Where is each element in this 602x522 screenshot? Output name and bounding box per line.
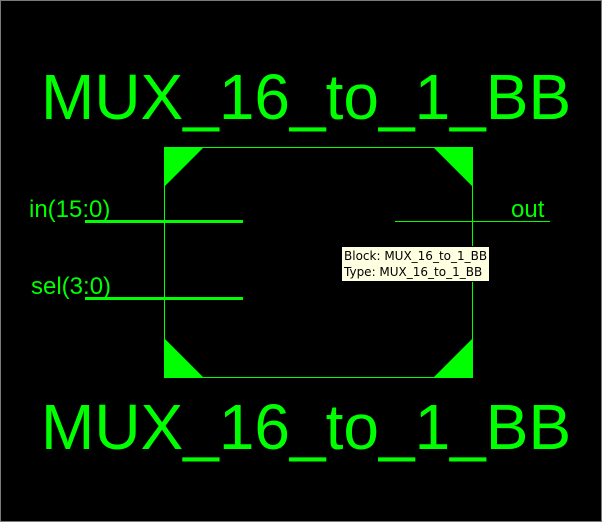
corner-marker-bottom-right	[434, 339, 472, 377]
block-title-bottom: MUX_16_to_1_BB	[41, 391, 572, 463]
port-label-in: in(15:0)	[29, 196, 111, 223]
tooltip-block-line: Block: MUX_16_to_1_BB	[344, 249, 488, 263]
port-label-sel: sel(3:0)	[31, 273, 112, 300]
corner-marker-bottom-left	[165, 339, 203, 377]
port-wire-in[interactable]	[85, 220, 243, 223]
corner-marker-top-left	[165, 148, 203, 186]
block-tooltip: Block: MUX_16_to_1_BB Type: MUX_16_to_1_…	[341, 246, 491, 282]
tooltip-type-line: Type: MUX_16_to_1_BB	[344, 265, 483, 279]
block-title-top: MUX_16_to_1_BB	[41, 61, 572, 133]
port-label-out: out	[511, 196, 545, 223]
port-wire-out[interactable]	[395, 221, 550, 222]
corner-marker-top-right	[434, 148, 472, 186]
port-wire-sel[interactable]	[85, 297, 243, 300]
mux-block-symbol[interactable]	[164, 147, 473, 378]
